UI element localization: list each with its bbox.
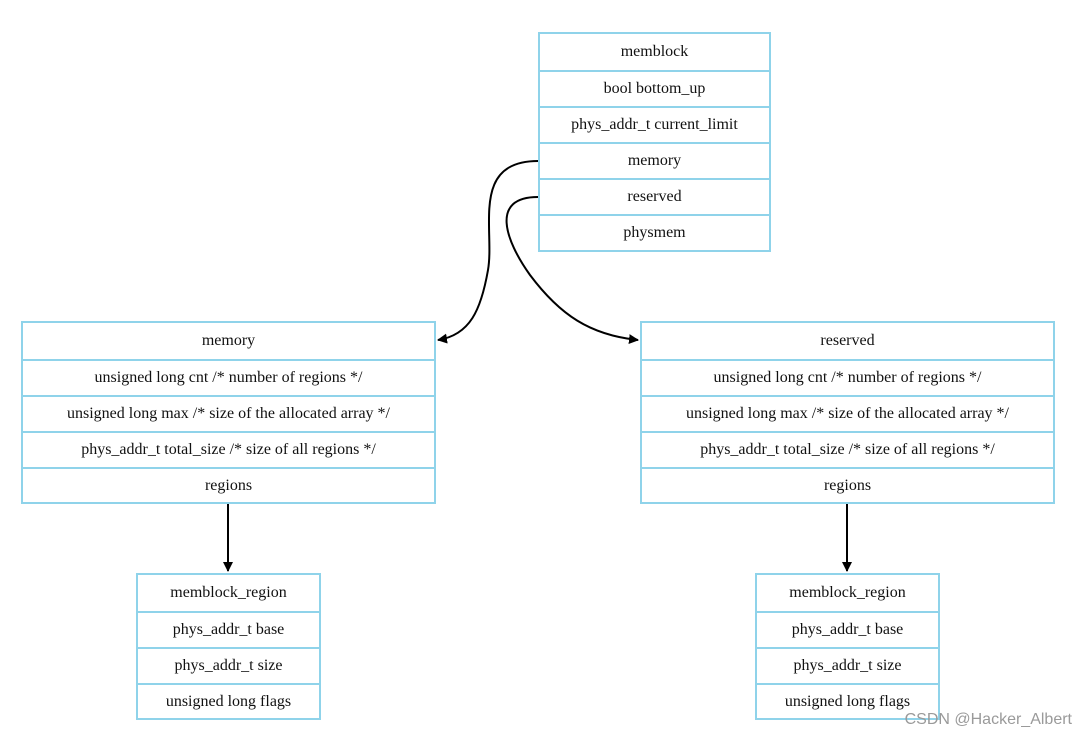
region-right-title: memblock_region <box>789 584 906 601</box>
reserved-type-field-max: unsigned long max /* size of the allocat… <box>642 395 1053 431</box>
region-right-field-size: phys_addr_t size <box>757 647 938 683</box>
region-right-field-base: phys_addr_t base <box>757 611 938 647</box>
reserved-type-field-regions: regions <box>642 467 1053 503</box>
memblock-field-current-limit: phys_addr_t current_limit <box>540 106 769 142</box>
memory-type-field-total-size: phys_addr_t total_size /* size of all re… <box>23 431 434 467</box>
region-left-title: memblock_region <box>170 584 287 601</box>
memblock-field-physmem: physmem <box>540 214 769 250</box>
memory-type-struct-reserved: reserved unsigned long cnt /* number of … <box>640 321 1055 504</box>
memblock-field-memory: memory <box>540 142 769 178</box>
memblock-field-reserved: reserved <box>540 178 769 214</box>
memblock-struct: memblock bool bottom_up phys_addr_t curr… <box>538 32 771 252</box>
region-left-field-base: phys_addr_t base <box>138 611 319 647</box>
memory-type-struct-memory: memory unsigned long cnt /* number of re… <box>21 321 436 504</box>
memory-type-field-max: unsigned long max /* size of the allocat… <box>23 395 434 431</box>
region-left-field-size: phys_addr_t size <box>138 647 319 683</box>
region-right-field-flags: unsigned long flags <box>757 683 938 719</box>
memblock-region-struct-right: memblock_region phys_addr_t base phys_ad… <box>755 573 940 720</box>
watermark: CSDN @Hacker_Albert <box>904 711 1072 728</box>
memblock-field-title: memblock <box>620 43 689 60</box>
reserved-type-field-total-size: phys_addr_t total_size /* size of all re… <box>642 431 1053 467</box>
memory-type-field-regions: regions <box>23 467 434 503</box>
memory-type-title: memory <box>201 332 256 349</box>
memblock-region-struct-left: memblock_region phys_addr_t base phys_ad… <box>136 573 321 720</box>
reserved-type-title: reserved <box>820 332 875 349</box>
memblock-field-bottom-up: bool bottom_up <box>540 70 769 106</box>
region-left-field-flags: unsigned long flags <box>138 683 319 719</box>
edge-memory-to-memory-type <box>437 160 539 344</box>
reserved-type-field-cnt: unsigned long cnt /* number of regions *… <box>642 359 1053 395</box>
memory-type-field-cnt: unsigned long cnt /* number of regions *… <box>23 359 434 395</box>
